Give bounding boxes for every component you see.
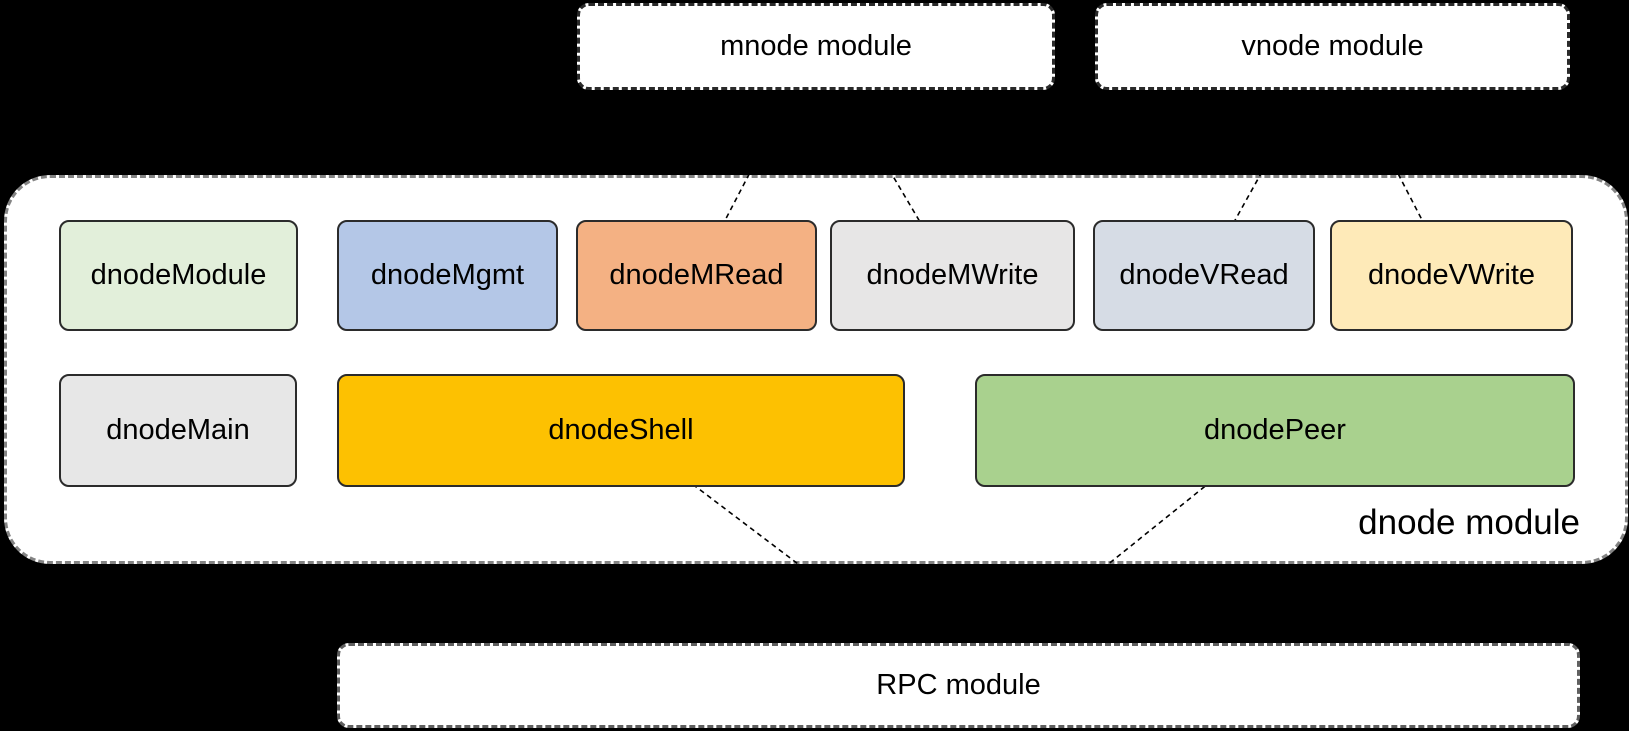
vnode-module-box: vnode module [1095, 3, 1570, 90]
connector-dnodeshell-rpc [620, 429, 959, 686]
rpc-module-box: RPC module [337, 643, 1580, 728]
dnode-module-caption: dnode module [1358, 503, 1580, 542]
dnodemain-box: dnodeMain [59, 374, 297, 487]
dnodevwrite-label: dnodeVWrite [1367, 259, 1536, 291]
dnodevread-label: dnodeVRead [1119, 259, 1289, 291]
dnodeshell-box: dnodeShell [337, 374, 905, 487]
vnode-module-label: vnode module [1241, 30, 1424, 62]
dnodemwrite-label: dnodeMWrite [866, 259, 1039, 291]
dnodepeer-box: dnodePeer [975, 374, 1575, 487]
rpc-module-label: RPC module [876, 669, 1041, 701]
dnodevwrite-box: dnodeVWrite [1330, 220, 1573, 331]
dnodemain-label: dnodeMain [106, 414, 250, 446]
dnodeshell-label: dnodeShell [548, 414, 694, 446]
dnodemgmt-label: dnodeMgmt [370, 259, 525, 291]
dnodemwrite-box: dnodeMWrite [830, 220, 1075, 331]
mnode-module-box: mnode module [577, 3, 1055, 90]
mnode-module-label: mnode module [720, 30, 912, 62]
dnodemodule-box: dnodeModule [59, 220, 298, 331]
dnodemodule-label: dnodeModule [90, 259, 267, 291]
connector-vnode-dnodevwrite [1331, 45, 1452, 277]
dnodepeer-label: dnodePeer [1204, 414, 1346, 446]
dnodevread-box: dnodeVRead [1093, 220, 1315, 331]
dnodemread-box: dnodeMRead [576, 220, 817, 331]
dnodemgmt-box: dnodeMgmt [337, 220, 558, 331]
dnodemread-label: dnodeMRead [609, 259, 784, 291]
